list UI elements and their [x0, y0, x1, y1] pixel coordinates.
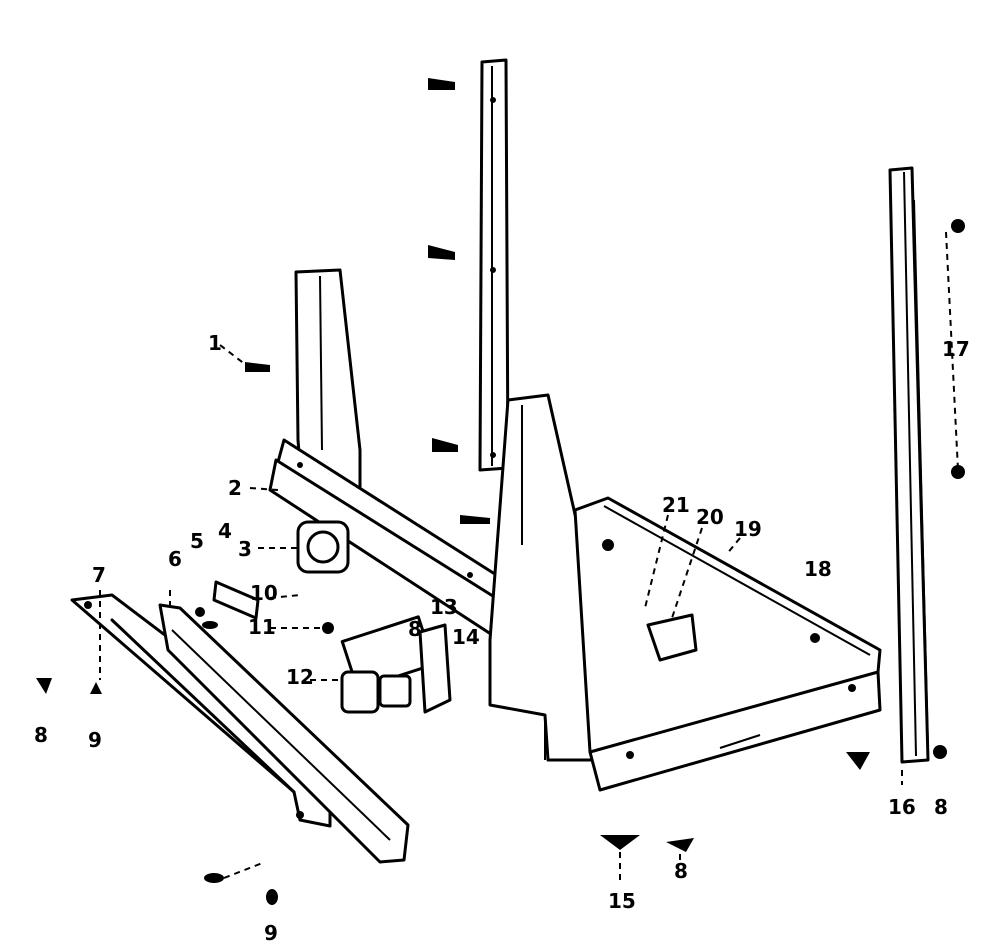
callout-8d: 8: [408, 617, 422, 641]
toe-plate: [70, 593, 332, 828]
callout-19: 19: [734, 517, 762, 541]
toe-plate-rear: [158, 603, 410, 864]
callout-9b: 9: [264, 921, 278, 945]
leader-lines: [99, 231, 959, 880]
callout-11: 11: [248, 615, 276, 639]
callout-6: 6: [168, 547, 182, 571]
callout-2: 2: [228, 476, 242, 500]
callout-10: 10: [250, 581, 278, 605]
upright-rail-right: [888, 166, 930, 764]
callout-8b: 8: [674, 859, 688, 883]
callout-9: 9: [88, 728, 102, 752]
callout-1: 1: [208, 331, 222, 355]
callout-13: 13: [430, 595, 458, 619]
small-bracket: [646, 613, 698, 662]
upright-rail-center: [478, 58, 510, 472]
bracket-part: [212, 580, 260, 620]
callout-16: 16: [888, 795, 916, 819]
base-frame: [573, 496, 882, 792]
fasteners: [36, 78, 965, 905]
callout-8c: 8: [934, 795, 948, 819]
callout-17: 17: [942, 337, 970, 361]
callout-8a: 8: [34, 723, 48, 747]
callout-14: 14: [452, 625, 480, 649]
callout-5: 5: [190, 529, 204, 553]
callout-15: 15: [608, 889, 636, 913]
callout-3: 3: [238, 537, 252, 561]
callout-labels: 1 2 3 4 5 6 7 8 9 10 11 12 13 14 15 16 1…: [34, 331, 970, 945]
callout-21: 21: [662, 493, 690, 517]
valve-assembly: [340, 615, 452, 714]
callout-4: 4: [218, 519, 232, 543]
callout-7: 7: [92, 563, 106, 587]
callout-18: 18: [804, 557, 832, 581]
motor-part: [296, 520, 350, 574]
side-bracket-center: [488, 393, 602, 762]
callout-20: 20: [696, 505, 724, 529]
callout-12: 12: [286, 665, 314, 689]
